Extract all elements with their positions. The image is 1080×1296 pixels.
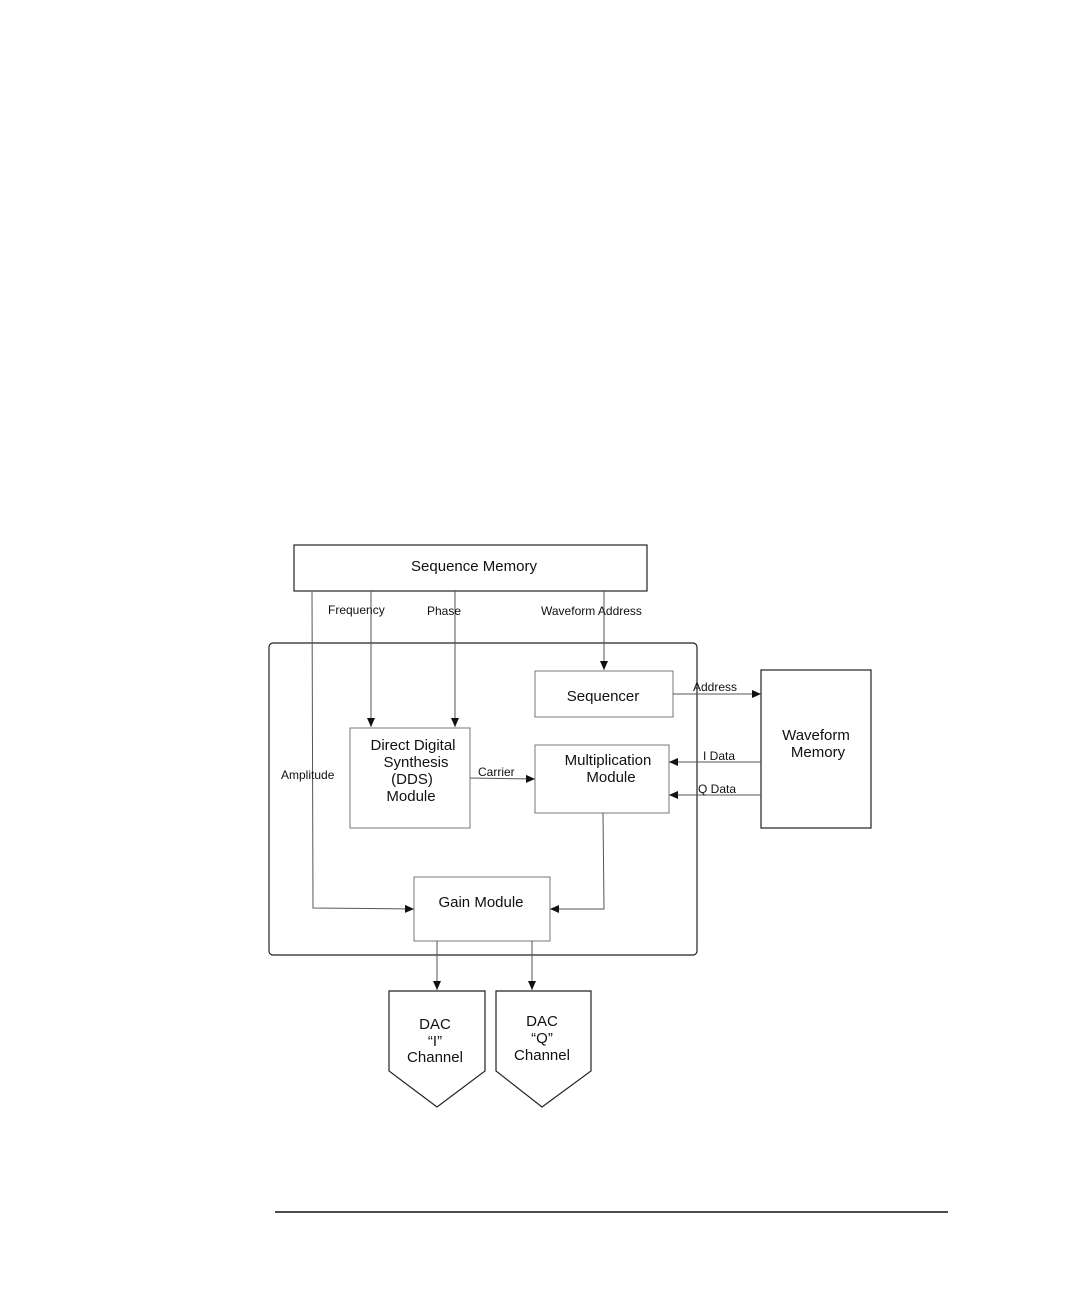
i-data-label: I Data (703, 749, 735, 763)
dac-i-label-3: Channel (407, 1049, 463, 1066)
dac-i-label-2: “I” (428, 1033, 442, 1050)
gain-module-label: Gain Module (438, 894, 523, 911)
dac-i-label-1: DAC (419, 1016, 451, 1033)
frequency-label: Frequency (328, 603, 385, 617)
waveform-memory-label-1: Waveform (782, 727, 850, 744)
waveform-memory-label-2: Memory (791, 744, 846, 761)
dds-label-1: Direct Digital (370, 737, 455, 754)
waveform-address-label: Waveform Address (541, 604, 642, 618)
sequence-memory-label: Sequence Memory (411, 558, 537, 575)
multiplication-label-1: Multiplication (565, 752, 652, 769)
multiplication-label-2: Module (586, 769, 635, 786)
dac-q-label-1: DAC (526, 1013, 558, 1030)
amplitude-label: Amplitude (281, 768, 335, 782)
q-data-label: Q Data (698, 782, 736, 796)
dds-label-2: Synthesis (383, 754, 448, 771)
dac-q-label-3: Channel (514, 1047, 570, 1064)
address-label: Address (693, 680, 737, 694)
dds-label-4: Module (386, 788, 435, 805)
carrier-label: Carrier (478, 765, 515, 779)
phase-label: Phase (427, 604, 461, 618)
dac-q-label-2: “Q” (531, 1030, 553, 1047)
dds-label-3: (DDS) (391, 771, 433, 788)
mult-to-gain-line (550, 813, 604, 909)
sequencer-label: Sequencer (567, 688, 640, 705)
